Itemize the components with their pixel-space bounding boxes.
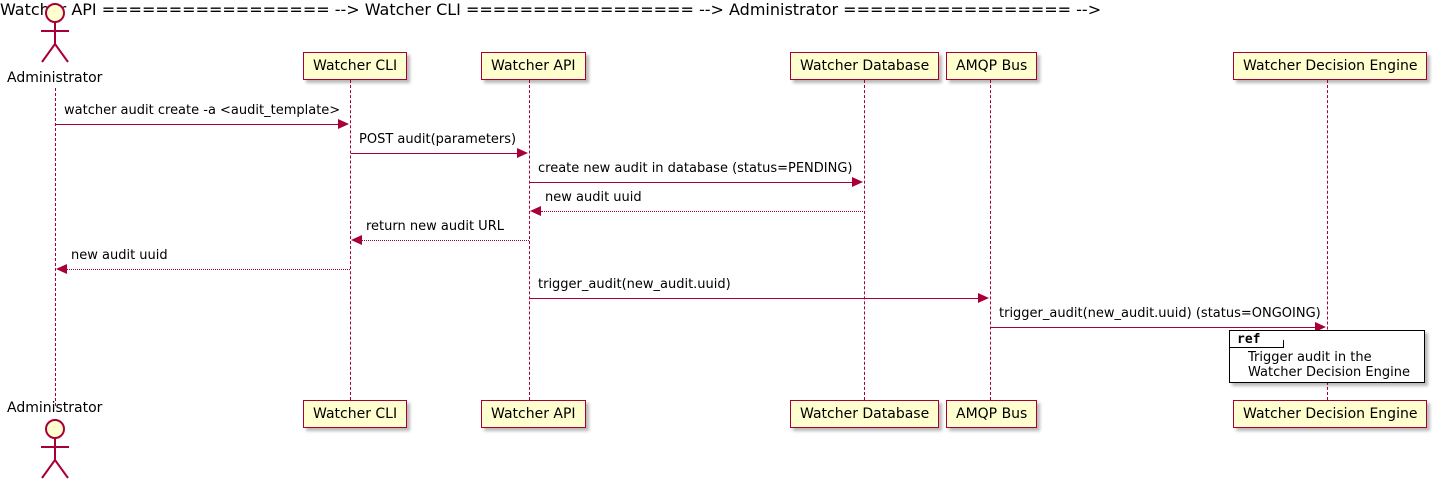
message-label-3: create new audit in database (status=PEN… [538,161,853,176]
participant-watcher-api-top[interactable]: Watcher API [481,52,586,80]
actor-label-administrator-top: Administrator [7,70,103,86]
participant-amqp-bus-bottom[interactable]: AMQP Bus [946,400,1038,428]
participant-watcher-cli-top[interactable]: Watcher CLI [303,52,408,80]
actor-administrator-top[interactable] [31,2,79,68]
message-arrowhead-5 [351,235,362,245]
message-line-2 [351,153,518,154]
ref-fragment-line-2: Watcher Decision Engine [1248,365,1410,380]
ref-fragment-operator-label: ref [1230,331,1284,348]
lifeline-amqp-bus [990,80,991,400]
lifeline-watcher-cli [350,80,351,400]
message-arrowhead-1 [338,119,349,129]
participant-label: Watcher CLI [313,406,398,422]
actor-stick-figure-icon [41,419,69,479]
participant-watcher-cli-bottom[interactable]: Watcher CLI [303,400,408,428]
participant-watcher-decision-engine-top[interactable]: Watcher Decision Engine [1233,52,1428,80]
lifeline-watcher-decision-engine [1327,80,1328,400]
message-arrowhead-2 [517,148,528,158]
message-label-1: watcher audit create -a <audit_template> [64,103,341,118]
actor-label-administrator-bottom: Administrator [7,400,103,416]
message-arrowhead-7 [978,293,989,303]
participant-label: Watcher CLI [313,58,398,74]
message-arrowhead-8 [1315,322,1326,332]
message-line-4 [541,211,863,212]
participant-label: Watcher Database [800,406,930,422]
message-label-4: new audit uuid [545,190,642,205]
message-label-8: trigger_audit(new_audit.uuid) (status=ON… [999,306,1321,321]
message-label-6: new audit uuid [71,248,168,263]
message-line-5 [362,240,529,241]
message-arrowhead-6 [56,264,67,274]
message-arrowhead-3 [852,177,863,187]
participant-watcher-database-top[interactable]: Watcher Database [790,52,940,80]
message-line-7 [530,298,979,299]
message-label-5: return new audit URL [366,219,504,234]
message-label-2: POST audit(parameters) [359,132,517,147]
participant-label: AMQP Bus [956,406,1028,422]
participant-label: AMQP Bus [956,58,1028,74]
actor-administrator-bottom[interactable] [31,418,79,484]
participant-watcher-api-bottom[interactable]: Watcher API [481,400,586,428]
lifeline-administrator [55,88,56,406]
lifeline-watcher-database [864,80,865,400]
participant-label: Watcher Database [800,58,930,74]
message-line-3 [530,182,853,183]
participant-amqp-bus-top[interactable]: AMQP Bus [946,52,1038,80]
message-line-8 [991,327,1316,328]
message-label-7: trigger_audit(new_audit.uuid) [538,277,731,292]
participant-label: Watcher Decision Engine [1243,58,1418,74]
ref-fragment-line-1: Trigger audit in the [1248,350,1372,365]
participant-label: Watcher Decision Engine [1243,406,1418,422]
participant-label: Watcher API [491,406,576,422]
participant-watcher-database-bottom[interactable]: Watcher Database [790,400,940,428]
message-arrowhead-4 [530,206,541,216]
message-line-1 [56,124,339,125]
participant-watcher-decision-engine-bottom[interactable]: Watcher Decision Engine [1233,400,1428,428]
actor-stick-figure-icon [41,3,69,63]
participant-label: Watcher API [491,58,576,74]
message-line-6 [67,269,350,270]
lifeline-watcher-api [529,80,530,400]
ref-fragment-box[interactable]: ref Trigger audit in the Watcher Decisio… [1229,330,1425,383]
